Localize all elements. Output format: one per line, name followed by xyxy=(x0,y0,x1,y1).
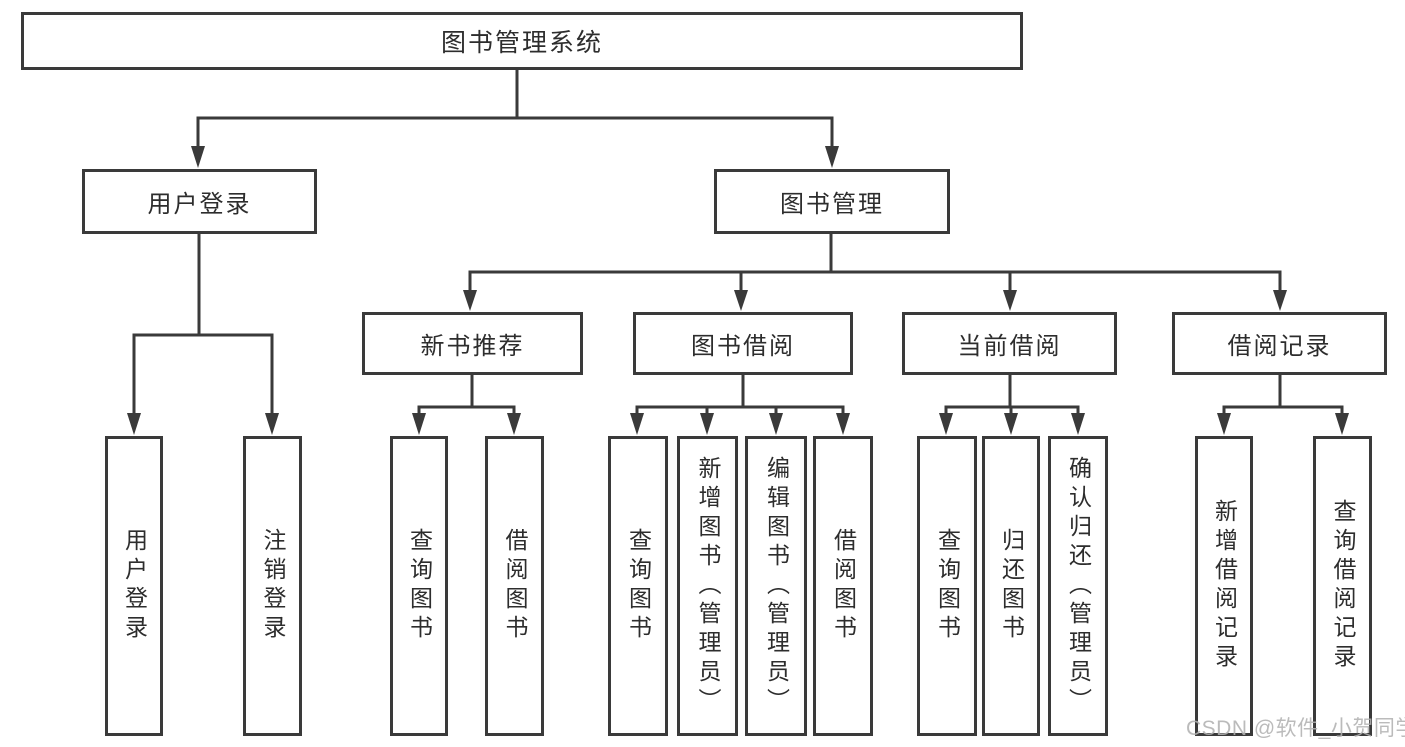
node-book-borrowing: 图书借阅 xyxy=(633,312,853,375)
node-label: 编辑图书（管理员） xyxy=(763,455,790,717)
leaf-search-books-current: 查询图书 xyxy=(917,436,977,736)
node-label: 借阅图书 xyxy=(830,528,857,644)
node-label: 归还图书 xyxy=(998,528,1025,644)
node-label: 图书管理系统 xyxy=(440,29,603,57)
node-label: 图书借阅 xyxy=(691,333,795,360)
node-label: 新增借阅记录 xyxy=(1211,499,1238,673)
node-label: 用户登录 xyxy=(147,191,252,218)
leaf-edit-books-admin: 编辑图书（管理员） xyxy=(745,436,807,736)
node-label: 新书推荐 xyxy=(420,333,525,360)
node-label: 用户登录 xyxy=(121,528,148,644)
arrowheads xyxy=(127,146,1349,435)
leaf-confirm-return-admin: 确认归还（管理员） xyxy=(1048,436,1108,736)
leaf-search-books-newrec: 查询图书 xyxy=(390,436,448,736)
node-label: 新增图书（管理员） xyxy=(695,455,721,717)
node-label: 查询图书 xyxy=(625,528,652,644)
node-label: 注销登录 xyxy=(260,528,286,644)
node-label: 查询图书 xyxy=(934,528,961,644)
leaf-search-borrow-record: 查询借阅记录 xyxy=(1313,436,1372,736)
node-label: 借阅图书 xyxy=(502,528,528,644)
leaf-logout: 注销登录 xyxy=(243,436,302,736)
node-label: 当前借阅 xyxy=(957,333,1062,360)
node-new-book-recommendation: 新书推荐 xyxy=(362,312,583,375)
csdn-watermark: CSDN @软件_小贺同学 xyxy=(1186,717,1405,740)
leaf-add-books-admin: 新增图书（管理员） xyxy=(677,436,738,736)
node-user-login: 用户登录 xyxy=(82,169,317,234)
leaf-search-books-borrowing: 查询图书 xyxy=(608,436,668,736)
node-label: 图书管理 xyxy=(780,191,884,218)
node-book-management: 图书管理 xyxy=(714,169,950,234)
leaf-user-login: 用户登录 xyxy=(105,436,163,736)
leaf-borrow-books-borrowing: 借阅图书 xyxy=(813,436,873,736)
node-library-management-system: 图书管理系统 xyxy=(21,12,1023,70)
node-current-borrowing: 当前借阅 xyxy=(902,312,1117,375)
node-label: 借阅记录 xyxy=(1227,333,1332,360)
node-label: 查询借阅记录 xyxy=(1330,499,1356,673)
leaf-add-borrow-record: 新增借阅记录 xyxy=(1195,436,1253,736)
node-label: 确认归还（管理员） xyxy=(1065,455,1092,717)
leaf-borrow-books-newrec: 借阅图书 xyxy=(485,436,544,736)
node-label: 查询图书 xyxy=(406,528,433,644)
node-borrowing-records: 借阅记录 xyxy=(1172,312,1387,375)
leaf-return-books: 归还图书 xyxy=(982,436,1040,736)
